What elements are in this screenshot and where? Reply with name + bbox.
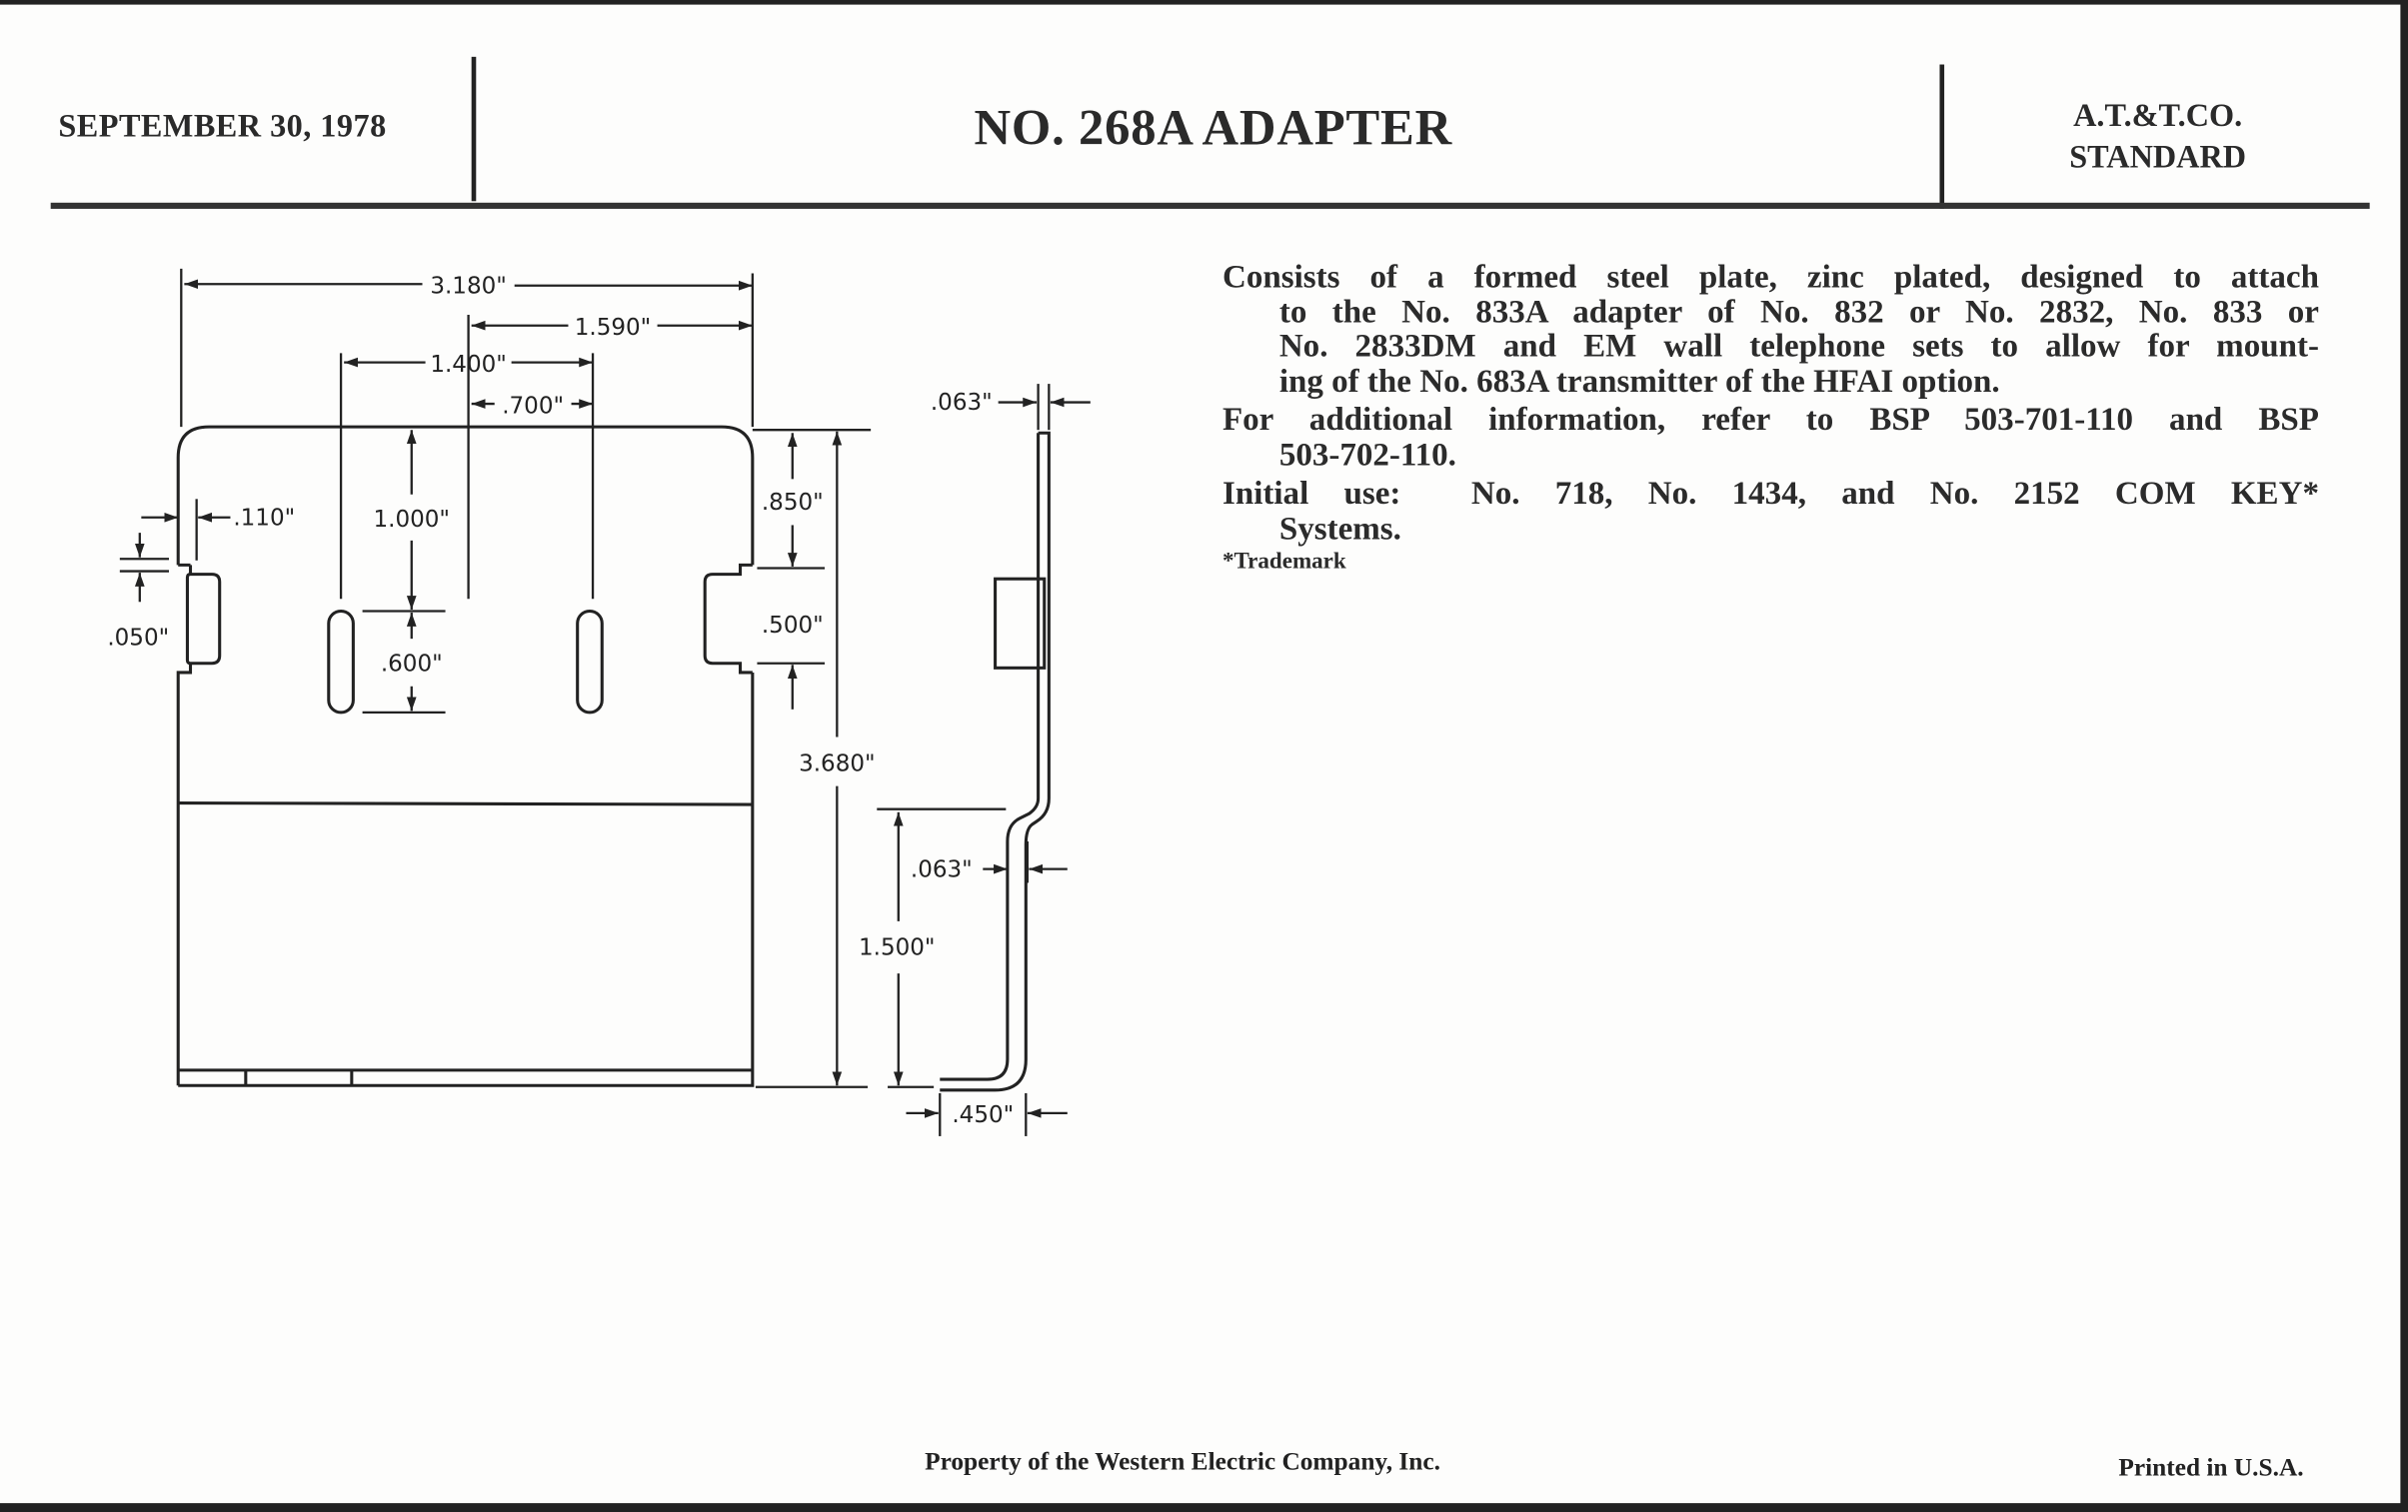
side-tab	[994, 577, 1047, 670]
page-title: NO. 268A ADAPTER	[974, 101, 1453, 157]
text-line: No. 2833DM and EM wall telephone sets to…	[1278, 327, 2319, 365]
dim-slot-top: 1.000"	[373, 507, 450, 533]
standard-label: A.T.&T.CO. STANDARD	[2027, 95, 2288, 178]
bend-line	[178, 801, 753, 806]
text-line: Systems.	[1278, 509, 1401, 547]
scan-edge-top	[0, 0, 2408, 5]
header-divider	[1939, 64, 1945, 209]
trademark-note: *Trademark	[1221, 550, 1346, 575]
description-paragraph: Consists of a formed steel plate, zinc p…	[1222, 260, 2319, 398]
mounting-slot-left	[327, 609, 355, 715]
dim-slot-spacing: 1.400"	[430, 352, 507, 378]
text-line: ing of the No. 683A transmitter of the H…	[1278, 361, 2000, 399]
description: Consists of a formed steel plate, zinc p…	[1222, 260, 2319, 576]
dim-half-width: 1.590"	[575, 315, 652, 341]
reference-paragraph: For additional information, refer to BSP…	[1222, 403, 2319, 472]
dim-foot-length: .450"	[952, 1102, 1014, 1128]
dim-overall-height: 3.680"	[799, 751, 876, 776]
standard-line-1: A.T.&T.CO.	[2073, 96, 2243, 134]
mounting-slot-right	[576, 609, 604, 715]
dim-notch: .050"	[107, 625, 169, 651]
right-tab	[703, 563, 753, 675]
header-divider	[471, 56, 477, 202]
dim-offset: .063"	[911, 856, 973, 882]
standard-line-2: STANDARD	[2069, 138, 2247, 176]
left-tab	[178, 563, 222, 666]
text-line: For additional information, refer to BSP…	[1221, 401, 2319, 438]
header-rule	[50, 202, 2370, 209]
dim-bend-height: 1.500"	[859, 935, 936, 961]
dim-half-slot-spacing: .700"	[502, 393, 564, 419]
text-line: to the No. 833A adapter of No. 832 or No…	[1278, 292, 2319, 330]
plate-outline	[176, 425, 755, 1087]
initial-use-paragraph: Initial use: No. 718, No. 1434, and No. …	[1222, 476, 2319, 545]
text-line: Consists of a formed steel plate, zinc p…	[1221, 258, 2319, 295]
text-line: Initial use: No. 718, No. 1434, and No. …	[1221, 474, 2319, 512]
dim-tab-inset: .110"	[233, 505, 295, 531]
dim-overall-width: 3.180"	[430, 273, 507, 299]
issue-date: SEPTEMBER 30, 1978	[58, 107, 387, 145]
dim-slot-length: .600"	[381, 651, 443, 677]
scan-edge-bottom	[0, 1503, 2408, 1512]
dim-thickness: .063"	[931, 390, 993, 416]
printed-notice: Printed in U.S.A.	[2118, 1452, 2304, 1482]
dim-tab-height: .500"	[762, 613, 824, 639]
text-line: 503-702-110.	[1278, 435, 1456, 473]
side-view	[940, 431, 1051, 1092]
dim-tab-top: .850"	[762, 490, 824, 516]
scan-edge-right	[2400, 0, 2408, 1512]
property-notice: Property of the Western Electric Company…	[925, 1446, 1440, 1476]
